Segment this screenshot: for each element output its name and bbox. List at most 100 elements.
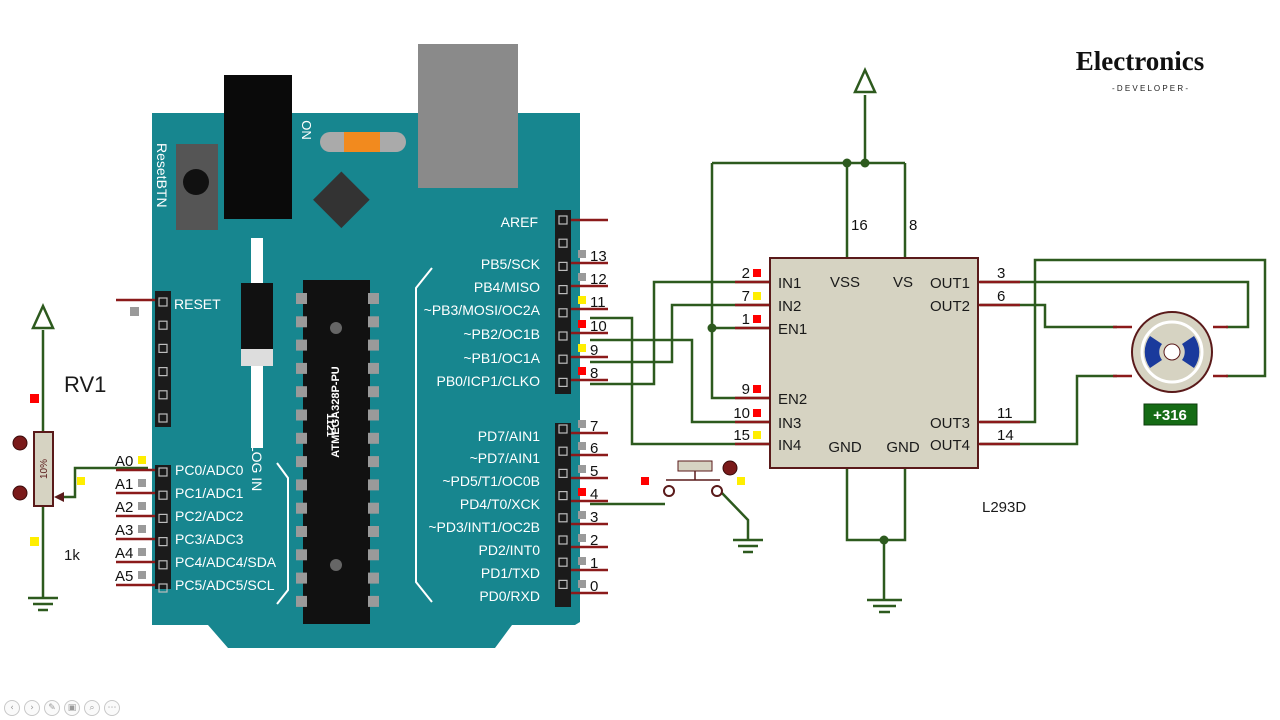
power-symbols bbox=[28, 66, 902, 614]
header-hole bbox=[158, 513, 168, 524]
pin-state-marker bbox=[578, 580, 586, 588]
more-icon[interactable]: ⋯ bbox=[104, 700, 120, 716]
digital-pin-number: 2 bbox=[590, 532, 598, 549]
pin-state-marker bbox=[737, 477, 745, 485]
mcu-leg bbox=[296, 362, 307, 374]
reset-button-cap[interactable] bbox=[183, 169, 209, 195]
header-hole bbox=[158, 390, 168, 400]
analog-pin-label: PC5/ADC5/SCL bbox=[175, 577, 275, 593]
vcc-arrow-pot bbox=[31, 302, 55, 330]
analog-pin-number: A1 bbox=[115, 476, 133, 493]
usb-connector bbox=[418, 44, 518, 188]
wire-out2 bbox=[980, 303, 1117, 329]
junctions bbox=[707, 158, 889, 545]
next-icon[interactable]: › bbox=[24, 700, 40, 716]
header-hole bbox=[158, 413, 168, 423]
mcu-leg bbox=[368, 526, 379, 537]
digital-pin-number: 10 bbox=[590, 318, 607, 335]
junction-dot bbox=[860, 158, 870, 168]
wire-out4 bbox=[980, 374, 1117, 446]
l293d-output-number: 14 bbox=[997, 427, 1014, 444]
pin-numbers: 131211109876543210A0A1A2A3A4A52719101536… bbox=[115, 217, 1014, 595]
pot-wiper-arrow bbox=[54, 492, 64, 502]
zoom-icon[interactable]: ⌕ bbox=[84, 700, 100, 716]
mcu-legs-left bbox=[296, 293, 307, 607]
analog-bracket bbox=[276, 462, 289, 605]
mcu-leg bbox=[368, 409, 379, 421]
wire-d11-in4 bbox=[590, 316, 772, 446]
pot-adjust-up[interactable] bbox=[12, 435, 28, 451]
mcu-leg bbox=[368, 339, 379, 351]
mcu-leg bbox=[368, 316, 379, 328]
reset-button-label: ResetBTN bbox=[154, 143, 170, 208]
mcu-leg bbox=[296, 479, 307, 491]
header-hole bbox=[558, 513, 568, 523]
slides-icon[interactable]: ▣ bbox=[64, 700, 80, 716]
dc-motor[interactable]: +316 bbox=[1113, 311, 1228, 426]
digital-pin-number: 12 bbox=[590, 271, 607, 288]
analog-pin-labels: PC0/ADC0PC1/ADC1PC2/ADC2PC3/ADC3PC4/ADC4… bbox=[175, 462, 277, 593]
mcu-leg bbox=[296, 502, 307, 514]
l293d-power-number: 8 bbox=[909, 217, 917, 234]
analog-pin-number: A4 bbox=[115, 545, 133, 562]
analog-pin-number: A2 bbox=[115, 499, 133, 516]
previous-icon[interactable]: ‹ bbox=[4, 700, 20, 716]
mcu-dot bbox=[330, 559, 342, 571]
l293d-input-label: IN4 bbox=[778, 437, 801, 454]
digital-pin-label: ~PD7/AIN1 bbox=[470, 450, 541, 466]
pot-adjust-down[interactable] bbox=[12, 485, 28, 501]
l293d-output-label: OUT4 bbox=[930, 437, 970, 454]
wires bbox=[41, 95, 1267, 600]
regulator bbox=[313, 171, 370, 229]
push-button-cap[interactable] bbox=[677, 460, 713, 472]
pin-state-marker bbox=[77, 477, 85, 485]
push-button[interactable] bbox=[663, 460, 738, 497]
l293d-name: L293D bbox=[982, 499, 1026, 516]
mcu-leg bbox=[368, 572, 379, 584]
pin-state-marker bbox=[578, 442, 586, 450]
pin-state-marker bbox=[130, 307, 139, 316]
push-button-actuator[interactable] bbox=[722, 460, 738, 476]
pin-state-marker bbox=[753, 409, 761, 417]
pin-state-marker bbox=[578, 534, 586, 542]
pen-icon[interactable]: ✎ bbox=[44, 700, 60, 716]
mcu-leg bbox=[296, 595, 307, 607]
logo-subtitle: - D E V E L O P E R - bbox=[1112, 84, 1188, 93]
mcu-part-number: ATMEGA328P-PU bbox=[330, 366, 342, 458]
digital-pin-label: ~PB2/OC1B bbox=[463, 326, 540, 342]
header-hole bbox=[558, 468, 568, 478]
push-button-contact bbox=[663, 485, 675, 497]
pin-state-marker bbox=[753, 431, 761, 439]
analog-header bbox=[155, 465, 171, 589]
pin-state-marker bbox=[753, 292, 761, 300]
mcu-leg bbox=[368, 432, 379, 444]
pin-state-marker bbox=[578, 320, 586, 328]
reset-pin-label: RESET bbox=[174, 296, 221, 312]
junction-dot bbox=[707, 323, 717, 333]
analog-pin-number: A3 bbox=[115, 522, 133, 539]
digital-header-high bbox=[555, 210, 571, 394]
l293d-power-number: 16 bbox=[851, 217, 868, 234]
digital-pin-label: ~PB1/OC1A bbox=[463, 350, 540, 366]
analog-pin-number: A5 bbox=[115, 568, 133, 585]
logo: Electronics - D E V E L O P E R - bbox=[1076, 46, 1204, 93]
pot-name: RV1 bbox=[64, 372, 106, 397]
header-holes bbox=[158, 215, 568, 593]
pin-state-marker bbox=[753, 269, 761, 277]
l293d-input-number: 1 bbox=[742, 311, 750, 328]
l293d-input-label: IN1 bbox=[778, 275, 801, 292]
pin-state-marker bbox=[578, 488, 586, 496]
digital-pin-label: PB5/SCK bbox=[481, 256, 541, 272]
l293d-output-number: 6 bbox=[997, 288, 1005, 305]
motor-readout-box bbox=[1143, 403, 1198, 426]
pin-state-marker bbox=[138, 548, 146, 556]
diode-band bbox=[241, 349, 273, 366]
header-hole bbox=[558, 215, 568, 225]
header-hole bbox=[558, 377, 568, 387]
header-hole bbox=[158, 367, 168, 377]
l293d-gnd-label: GND bbox=[886, 439, 920, 456]
l293d-input-number: 9 bbox=[742, 381, 750, 398]
header-hole bbox=[558, 285, 568, 295]
potentiometer-rv1[interactable]: RV1 10% 1k bbox=[12, 372, 106, 564]
